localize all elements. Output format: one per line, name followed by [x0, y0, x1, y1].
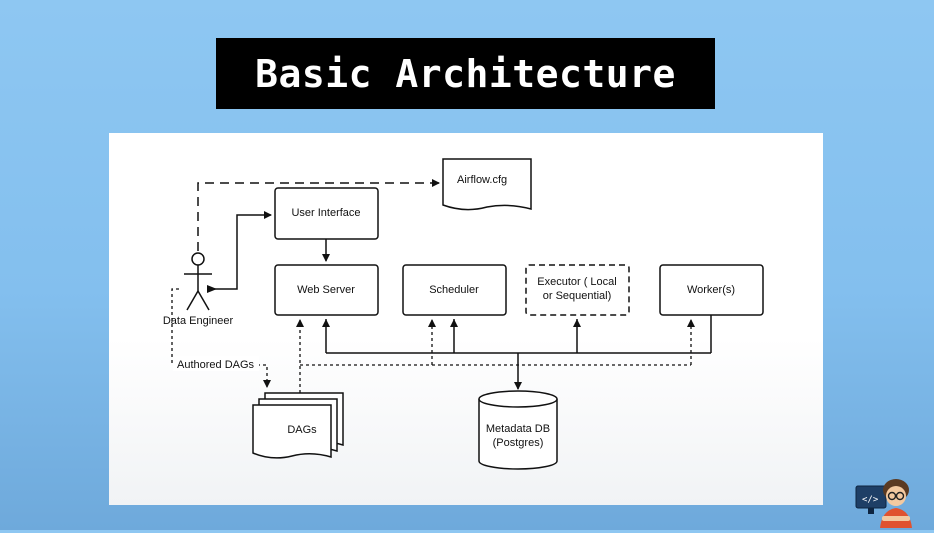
data-engineer-actor: Data Engineer [163, 252, 234, 327]
edge-engineer-to-config [197, 179, 440, 251]
authored-dags-label: Authored DAGs [177, 359, 255, 371]
data-engineer-label: Data Engineer [163, 315, 234, 327]
diagram-panel: Airflow.cfg User Interface Web Server Sc… [109, 133, 823, 505]
airflow-cfg-node: Airflow.cfg [442, 158, 532, 211]
user-interface-label: User Interface [291, 207, 360, 219]
edge-authored-dags [171, 288, 271, 388]
dags-node: DAGs [252, 392, 344, 459]
scheduler-node: Scheduler [402, 264, 507, 316]
scheduler-label: Scheduler [429, 284, 479, 296]
dags-label: DAGs [287, 424, 317, 436]
executor-label-line1: Executor ( Local [537, 276, 616, 288]
svg-text:</>: </> [862, 495, 879, 505]
metadata-db-label-line1: Metadata DB [486, 423, 550, 435]
workers-label: Worker(s) [687, 284, 735, 296]
executor-node: Executor ( Local or Sequential) [525, 264, 630, 316]
web-server-node: Web Server [274, 264, 379, 316]
developer-avatar-icon: </> [852, 472, 916, 528]
executor-label-line2: or Sequential) [543, 290, 612, 302]
user-interface-node: User Interface [274, 187, 379, 240]
metadata-db-label-line2: (Postgres) [493, 437, 544, 449]
workers-node: Worker(s) [659, 264, 764, 316]
edge-engineer-ui-arrowhead [207, 285, 217, 293]
edge-dags-bus [296, 319, 695, 393]
edge-bus-metadata [322, 315, 712, 390]
metadata-db-node: Metadata DB (Postgres) [478, 390, 558, 470]
authored-dags-label-bg [173, 356, 259, 371]
edge-engineer-to-ui [209, 211, 272, 290]
architecture-diagram: Airflow.cfg User Interface Web Server Sc… [163, 158, 764, 470]
airflow-cfg-label: Airflow.cfg [457, 174, 507, 186]
web-server-label: Web Server [297, 284, 355, 296]
title-banner: Basic Architecture [216, 38, 715, 109]
page-title: Basic Architecture [255, 51, 676, 96]
